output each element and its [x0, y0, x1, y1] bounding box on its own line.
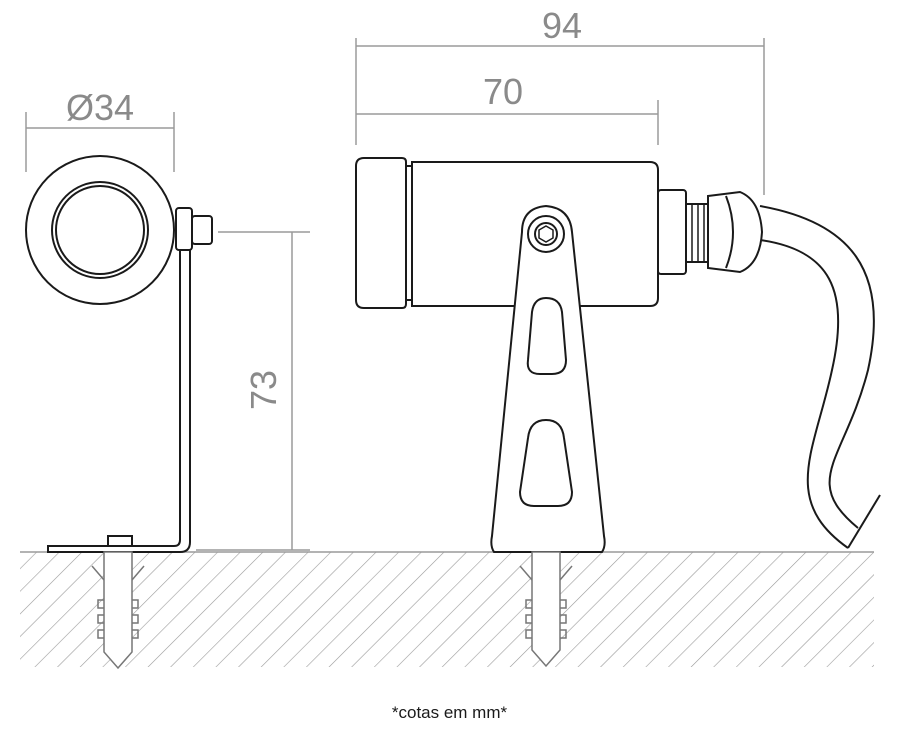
gland-nut-line [725, 195, 734, 269]
l-bracket [47, 249, 191, 553]
units-note: *cotas em mm* [391, 703, 508, 722]
stand-slot-lower [518, 418, 574, 507]
height-label: 73 [243, 370, 284, 410]
ground-section [20, 551, 874, 667]
stand-slot-upper [526, 296, 568, 375]
ground-hatch [20, 552, 874, 667]
gland-thread-lines [691, 204, 705, 262]
front-cap [355, 157, 407, 309]
lamp-middle-ring [51, 181, 149, 279]
body-length-dimension [356, 100, 659, 145]
diameter-label: Ø34 [66, 87, 134, 128]
overall-length-label: 94 [542, 5, 582, 46]
power-cable-inner [759, 239, 849, 549]
diameter-dimension [25, 112, 175, 172]
mount-bolt [191, 215, 213, 245]
stand-leg [490, 204, 606, 553]
overall-length-dimension [355, 38, 765, 195]
mount-nut [175, 207, 193, 251]
front-view [25, 155, 213, 670]
wall-plug-right [519, 551, 573, 668]
gland-base [657, 189, 687, 275]
side-view [355, 157, 881, 668]
body-length-label: 70 [483, 71, 523, 112]
hex-socket [538, 225, 554, 243]
bracket-tab [107, 535, 133, 547]
wall-plug-left [91, 551, 145, 670]
lamp-outer-ring [25, 155, 175, 305]
height-dimension [196, 231, 310, 551]
power-cable-outer [759, 205, 875, 529]
lamp-lens [55, 185, 145, 275]
gland-nut [707, 190, 764, 274]
